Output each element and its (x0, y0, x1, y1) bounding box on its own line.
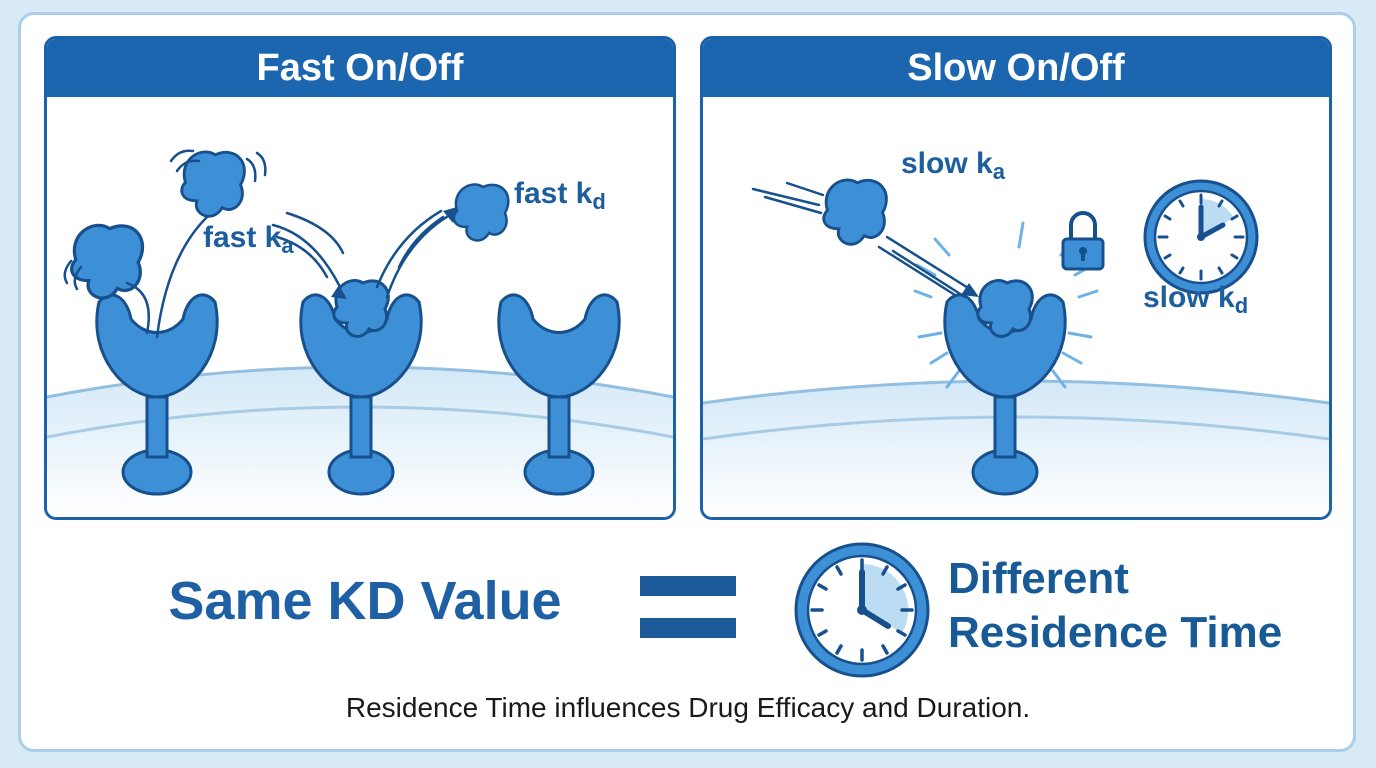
arrow-head (443, 207, 457, 223)
fast-panel-illustration (47, 149, 673, 517)
slow-panel: Slow On/Off (700, 36, 1332, 520)
receptor-icon (497, 293, 621, 496)
ligand-icon (70, 223, 145, 300)
slow-ka-text: slow k (901, 147, 993, 180)
ligand-icon (180, 150, 246, 218)
fast-panel-title: Fast On/Off (47, 39, 673, 97)
receptor-icon (943, 279, 1067, 496)
arrow-head (331, 285, 347, 299)
clock-icon (1143, 179, 1259, 295)
fast-panel: Fast On/Off (44, 36, 676, 520)
fast-kd-subscript: d (592, 189, 606, 214)
slow-panel-title: Slow On/Off (703, 39, 1329, 97)
receptor-icon (299, 279, 423, 496)
footer-caption: Residence Time influences Drug Efficacy … (345, 692, 1031, 723)
same-kd-text: Same KD Value (168, 571, 562, 631)
lock-icon (1061, 211, 1105, 271)
arrow-head (961, 283, 979, 297)
motion-lines (751, 181, 975, 299)
slow-panel-illustration (703, 178, 1329, 517)
residence-time-line: Residence Time (948, 608, 1283, 657)
fast-ka-text: fast k (203, 221, 282, 254)
fast-ka-label: fast ka (203, 221, 294, 259)
equals-icon (640, 576, 736, 638)
ligand-icon (452, 183, 510, 242)
fast-kd-label: fast kd (514, 177, 606, 215)
slow-ka-label: slow ka (901, 147, 1005, 185)
slow-kd-text: slow k (1143, 281, 1235, 314)
fast-ka-subscript: a (281, 233, 294, 258)
slow-kd-subscript: d (1234, 293, 1249, 318)
fast-kd-text: fast k (514, 177, 593, 210)
different-residence-text: Different Residence Time (948, 552, 1282, 660)
slow-ka-subscript: a (992, 159, 1005, 184)
different-line: Different (948, 554, 1129, 603)
ligand-icon (822, 178, 888, 246)
motion-lines (63, 149, 459, 339)
clock-icon (794, 542, 930, 678)
slow-kd-label: slow kd (1143, 281, 1248, 319)
receptor-icon (95, 293, 219, 496)
